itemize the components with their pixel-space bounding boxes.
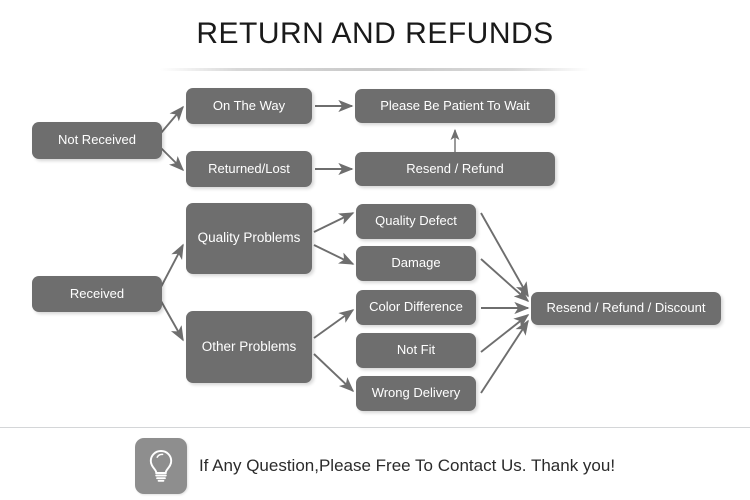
node-on-the-way[interactable]: On The Way [186,88,312,124]
node-quality-problems[interactable]: Quality Problems [186,203,312,274]
node-received[interactable]: Received [32,276,162,312]
node-wrong-delivery[interactable]: Wrong Delivery [356,376,476,411]
footer: If Any Question,Please Free To Contact U… [0,436,750,496]
node-returned-lost[interactable]: Returned/Lost [186,151,312,187]
node-quality-defect[interactable]: Quality Defect [356,204,476,239]
node-not-received[interactable]: Not Received [32,122,162,159]
node-damage[interactable]: Damage [356,246,476,281]
lightbulb-icon [134,438,187,494]
node-color-difference[interactable]: Color Difference [356,290,476,325]
node-resend-refund-discount[interactable]: Resend / Refund / Discount [531,292,721,325]
node-other-problems[interactable]: Other Problems [186,311,312,383]
node-please-be-patient-to-wait[interactable]: Please Be Patient To Wait [355,89,555,123]
title-divider [160,68,590,71]
footer-message: If Any Question,Please Free To Contact U… [198,456,616,475]
footer-divider [0,427,750,428]
node-not-fit[interactable]: Not Fit [356,333,476,368]
node-resend-refund[interactable]: Resend / Refund [355,152,555,186]
page-title: RETURN AND REFUNDS [196,17,554,50]
